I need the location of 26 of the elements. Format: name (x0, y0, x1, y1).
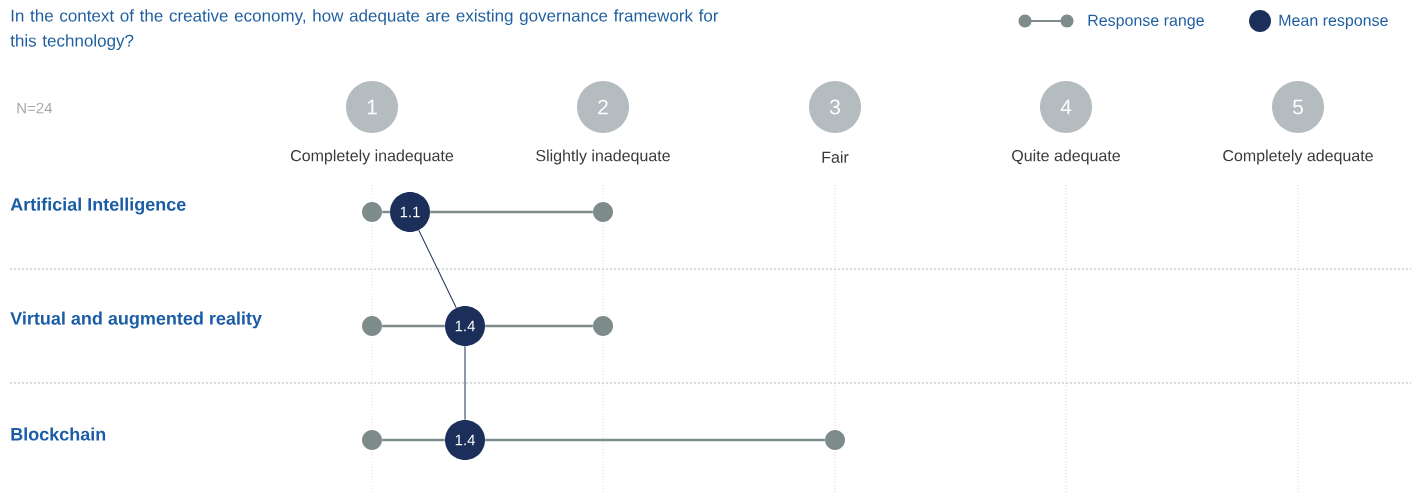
connector-line (464, 345, 466, 421)
scale-label: Fair (822, 151, 849, 163)
range-line (382, 438, 445, 442)
range-dot (593, 202, 613, 222)
range-dot (825, 430, 845, 450)
row-label: Virtual and augmented reality (10, 311, 262, 329)
legend-label: Response range (1088, 14, 1204, 30)
range-dot (362, 316, 382, 336)
row-label: Blockchain (11, 427, 106, 441)
legend-label: Mean response (1279, 14, 1388, 30)
scale-label: Completely inadequate (291, 149, 454, 165)
n-label: N=24 (17, 102, 53, 114)
connector-line (418, 229, 457, 309)
title: In the context of the creative economy, how adequate are existing governance framework for this technology? (10, 9, 719, 51)
scale-label: Quite adequate (1012, 149, 1120, 165)
range-line (382, 210, 390, 214)
scale-label: Completely adequate (1223, 149, 1373, 165)
range-line (430, 210, 593, 214)
scale-label: Slightly inadequate (536, 149, 670, 165)
range-dot (362, 202, 382, 222)
range-line (485, 438, 825, 442)
range-dot (593, 316, 613, 336)
range-dot (362, 430, 382, 450)
range-line (382, 324, 445, 328)
range-line (485, 324, 593, 328)
row-label: Artificial Intelligence (10, 197, 186, 215)
